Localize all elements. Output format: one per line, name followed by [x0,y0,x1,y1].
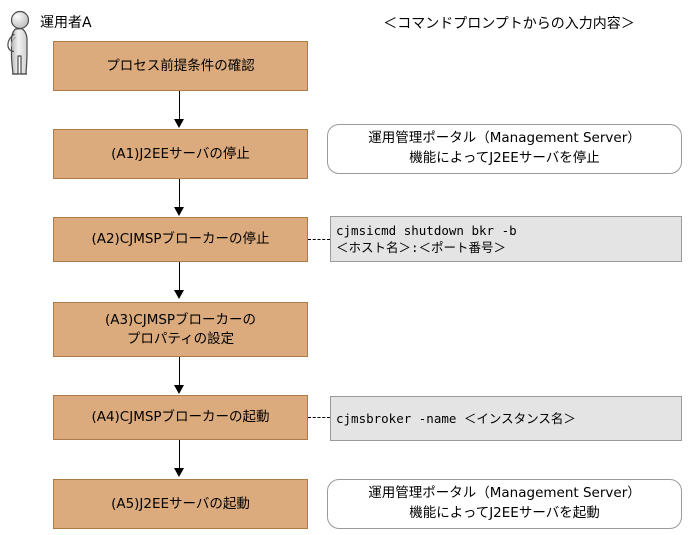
connector-line-4 [179,357,180,386]
process-box-label: (A5)J2EEサーバの起動 [111,495,250,512]
process-box-label: (A1)J2EEサーバの停止 [111,145,250,162]
command-line: cjmsbroker -name ＜インスタンス名＞ [336,410,576,426]
connector-line-5 [179,440,180,469]
connector-arrow-2 [174,207,184,216]
process-box-label: (A2)CJMSPブローカーの停止 [91,231,270,248]
note-line: 運用管理ポータル（Management Server） [368,130,641,147]
connector-arrow-5 [174,468,184,477]
command-note-a2: cjmsicmd shutdown bkr -b ＜ホスト名＞:＜ポート番号＞ [330,216,682,262]
dashed-connector-a4 [308,417,330,418]
note-line: 機能によってJ2EEサーバを停止 [409,150,600,166]
connector-line-3 [179,262,180,291]
command-note-a4: cjmsbroker -name ＜インスタンス名＞ [330,396,682,441]
note-a1: 運用管理ポータル（Management Server） 機能によってJ2EEサー… [327,124,682,174]
note-line: 運用管理ポータル（Management Server） [368,485,641,502]
process-box-a5[interactable]: (A5)J2EEサーバの起動 [53,479,308,529]
command-line: ＜ホスト名＞:＜ポート番号＞ [336,240,507,255]
connector-arrow-1 [174,119,184,128]
process-box-a2[interactable]: (A2)CJMSPブローカーの停止 [53,217,308,262]
command-line: cjmsicmd shutdown bkr -b [336,222,517,238]
process-box-label: (A4)CJMSPブローカーの起動 [91,409,270,426]
page-title: ＜コマンドプロンプトからの入力内容＞ [383,16,635,32]
process-box-label: プロセス前提条件の確認 [106,57,255,74]
note-a5: 運用管理ポータル（Management Server） 機能によってJ2EEサー… [327,479,682,529]
process-box-a3[interactable]: (A3)CJMSPブローカーの プロパティの設定 [53,302,308,357]
connector-line-2 [179,179,180,208]
process-box-label: (A3)CJMSPブローカーの [104,312,257,329]
process-box-pre-check[interactable]: プロセス前提条件の確認 [53,41,308,91]
dashed-connector-a2 [308,239,330,240]
note-line: 機能によってJ2EEサーバを起動 [409,505,600,521]
connector-line-1 [179,91,180,120]
process-box-label-2: プロパティの設定 [126,330,235,347]
process-box-a1[interactable]: (A1)J2EEサーバの停止 [53,129,308,179]
person-standing-icon [2,10,42,80]
connector-arrow-3 [174,290,184,299]
actor-label: 運用者A [40,15,92,31]
process-box-a4[interactable]: (A4)CJMSPブローカーの起動 [53,395,308,440]
connector-arrow-4 [174,385,184,394]
